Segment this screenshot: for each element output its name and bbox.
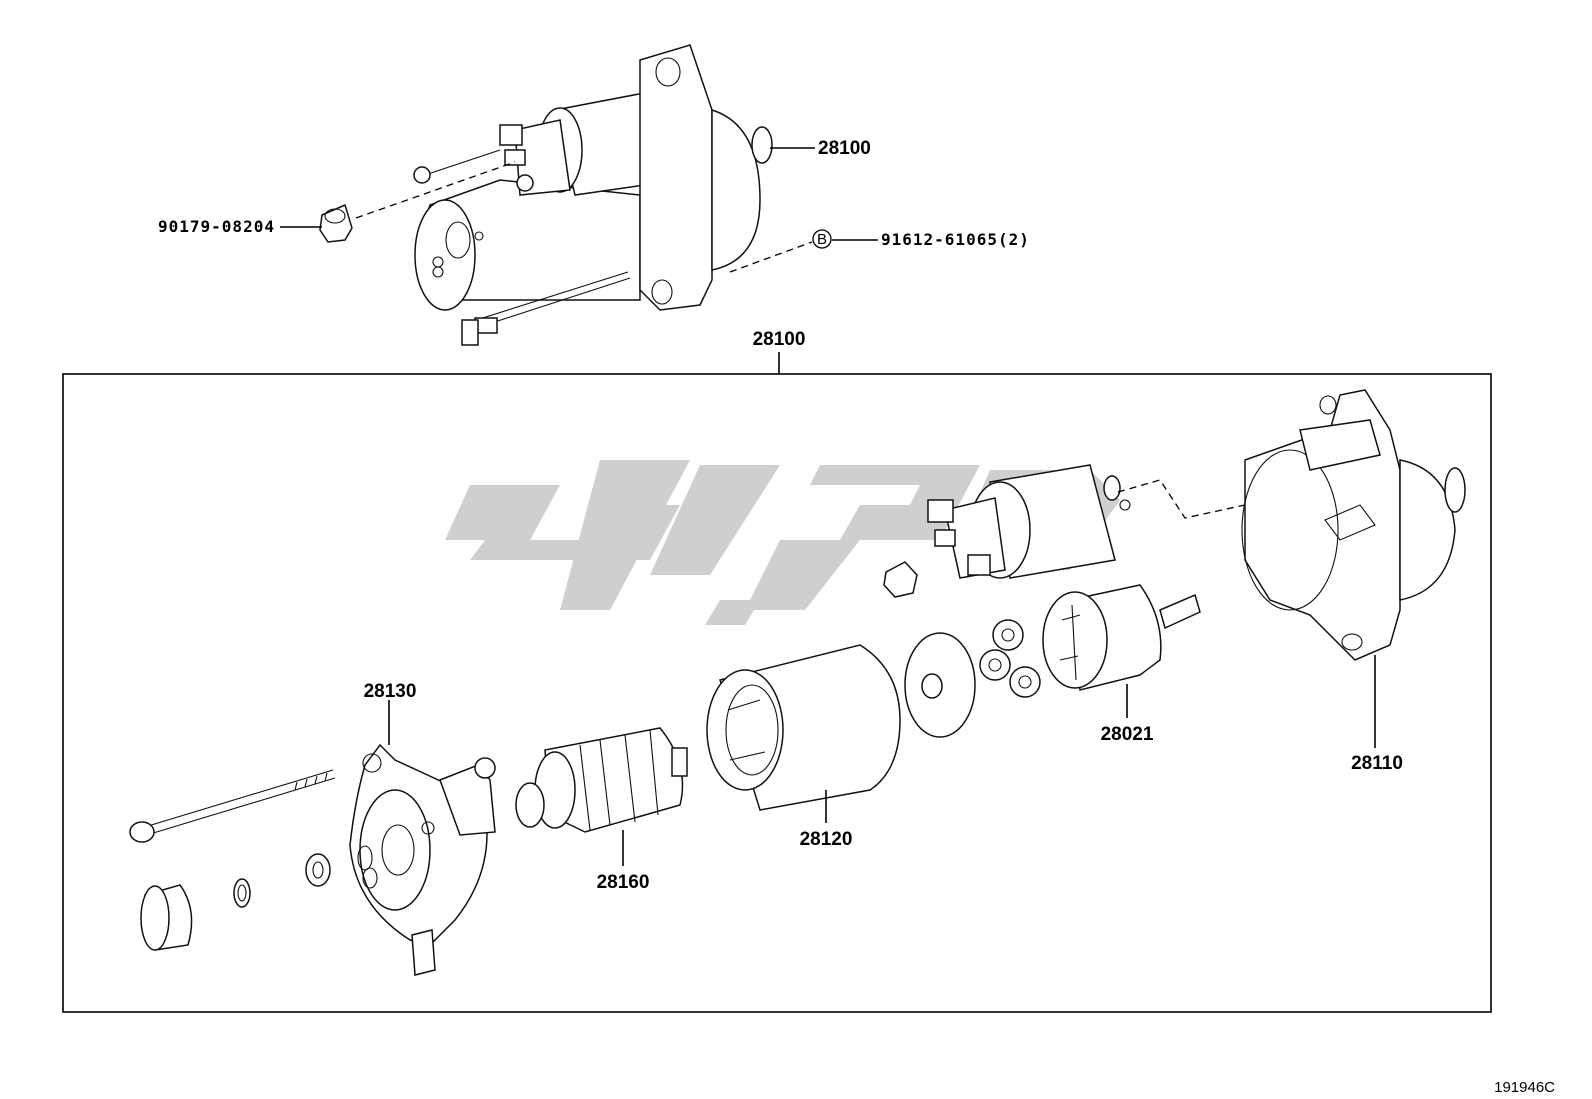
label-28100-top: 28100 [818, 138, 871, 159]
bolt-marker-circle [812, 229, 832, 249]
drawing-code: 191946C [1494, 1079, 1555, 1096]
yoke-28120 [706, 644, 901, 811]
flat-washer [305, 853, 331, 887]
label-28120: 28120 [800, 829, 853, 850]
solenoid [927, 464, 1131, 579]
dust-cap [140, 884, 193, 951]
through-bolt [129, 769, 336, 843]
label-28100-box: 28100 [753, 329, 806, 350]
nut-90179-08204 [319, 203, 353, 243]
thrust-disc [904, 632, 976, 738]
label-91612-61065: 91612-61065(2) [881, 230, 1030, 249]
label-28160: 28160 [597, 872, 650, 893]
housing-28110 [1241, 389, 1466, 661]
label-90179-08204: 90179-08204 [158, 217, 275, 236]
starter-assembly-illustration [413, 44, 773, 346]
label-28130: 28130 [364, 681, 417, 702]
planetary-gears [979, 619, 1041, 698]
label-28021: 28021 [1101, 724, 1154, 745]
commutator-frame-28130 [349, 743, 496, 976]
armature-28160 [515, 727, 688, 833]
bolt-marker-label: B [817, 231, 827, 248]
clutch-28021 [1042, 584, 1201, 691]
small-nut [883, 561, 918, 598]
lock-washer [233, 878, 251, 908]
assembly-bounding-box [62, 373, 1492, 1013]
label-28110: 28110 [1351, 753, 1403, 774]
